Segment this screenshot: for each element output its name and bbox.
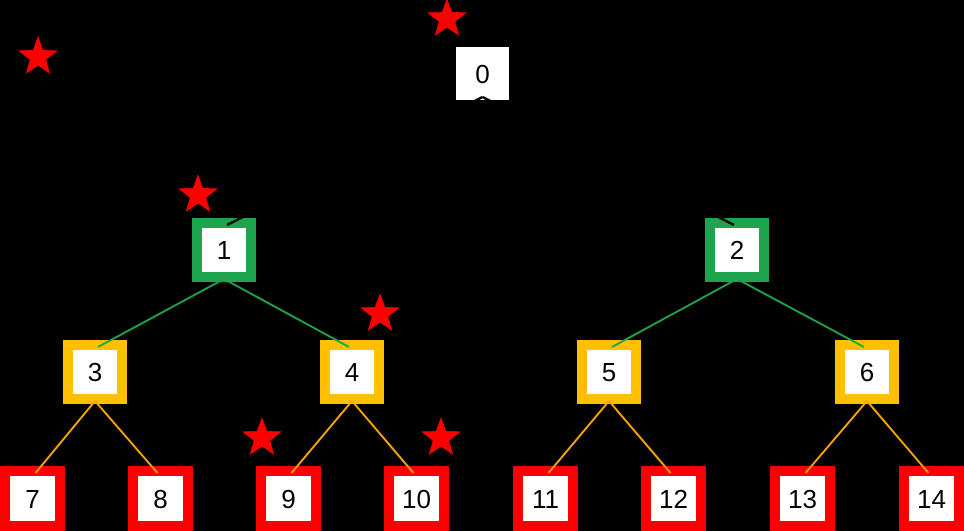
node-label: 5	[601, 357, 617, 387]
tree-node-5: 5	[577, 340, 641, 404]
node-label: 11	[532, 483, 559, 514]
node-label: 4	[344, 357, 360, 387]
node-label: 12	[659, 483, 688, 514]
node-label: 14	[917, 483, 946, 514]
node-label: 7	[25, 483, 40, 514]
tree-node-6: 6	[835, 340, 899, 404]
node-label: 2	[729, 235, 745, 265]
tree-node-12: 12	[641, 466, 706, 531]
node-label: 8	[153, 483, 168, 514]
node-label: 10	[402, 483, 431, 514]
tree-node-9: 9	[256, 466, 321, 531]
tree-node-4: 4	[320, 340, 384, 404]
tree-node-11: 11	[513, 466, 578, 531]
tree-node-3: 3	[63, 340, 127, 404]
tree-node-0: 0	[456, 47, 509, 100]
node-label: 6	[859, 357, 875, 387]
tree-node-2: 2	[705, 218, 769, 282]
tree-node-10: 10	[384, 466, 449, 531]
tree-node-7: 7	[0, 466, 65, 531]
tree-node-14: 14	[899, 466, 964, 531]
tree-node-13: 13	[770, 466, 835, 531]
tree-node-8: 8	[128, 466, 193, 531]
node-label: 0	[475, 58, 490, 89]
node-label: 13	[788, 483, 817, 514]
tree-node-1: 1	[192, 218, 256, 282]
node-label: 3	[87, 357, 103, 387]
node-label: 1	[216, 235, 232, 265]
node-label: 9	[281, 483, 296, 514]
